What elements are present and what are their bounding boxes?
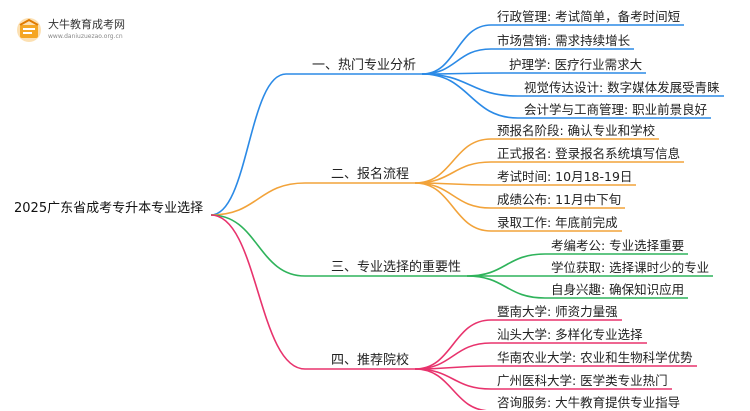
edge-leaf-gzmu [414,368,492,390]
edge-leaf-visual-design [421,73,519,97]
edge-leaf-consulting [414,368,490,410]
leaf-admission: 录取工作: 年底前完成 [497,215,618,230]
edge-leaf-civil-service [466,253,546,277]
edge-leaf-results [414,182,492,209]
site-logo[interactable]: 大牛教育成考网 www.daniuzuezao.org.cn [14,14,144,46]
edge-root-branch-importance [210,214,306,277]
edge-leaf-accounting [421,73,519,119]
edge-root-branch-registration [210,182,306,216]
leaf-interest: 自身兴趣: 确保知识应用 [551,282,685,297]
leaf-jinan: 暨南大学: 师资力量强 [497,304,618,319]
edge-leaf-admission [414,182,492,232]
leaf-gzmu: 广州医科大学: 医学类专业热门 [497,373,668,388]
edge-leaf-pre-registration [414,138,492,184]
branch-importance: 三、专业选择的重要性 [331,260,462,275]
leaf-shantou: 汕头大学: 多样化专业选择 [497,327,643,342]
edge-leaf-jinan [414,319,492,370]
branch-registration: 二、报名流程 [331,167,410,182]
leaf-degree: 学位获取: 选择课时少的专业 [551,260,710,275]
leaf-civil-service: 考编考公: 专业选择重要 [551,238,685,253]
edge-leaf-marketing [421,48,492,75]
edge-leaf-public-admin [421,24,492,75]
leaf-exam-date: 考试时间: 10月18-19日 [497,169,633,184]
leaf-pre-registration: 预报名阶段: 确认专业和学校 [497,123,656,138]
leaf-accounting: 会计学与工商管理: 职业前景良好 [524,102,708,117]
leaf-nursing: 护理学: 医疗行业需求大 [509,57,643,72]
leaf-consulting: 咨询服务: 大牛教育提供专业指导 [497,395,681,410]
edge-root-branch-hot-majors [210,73,287,216]
leaf-public-admin: 行政管理: 考试简单，备考时间短 [497,9,681,24]
branch-schools: 四、推荐院校 [331,353,410,368]
logo-title: 大牛教育成考网 [48,18,125,31]
root-node: 2025广东省成考专升本专业选择 [14,201,204,216]
edge-root-branch-schools [210,214,306,370]
leaf-marketing: 市场营销: 需求持续增长 [497,33,631,48]
edge-leaf-interest [466,275,546,299]
leaf-formal-registration: 正式报名: 登录报名系统填写信息 [497,146,681,161]
logo-url: www.daniuzuezao.org.cn [48,33,123,40]
leaf-scau: 华南农业大学: 农业和生物科学优势 [497,350,693,365]
leaf-visual-design: 视觉传达设计: 数字媒体发展受青睐 [524,80,720,95]
edge-leaf-shantou [414,342,492,370]
book-icon [17,18,41,42]
branch-hot-majors: 一、热门专业分析 [312,58,417,73]
edge-leaf-formal-registration [414,161,492,184]
leaf-results: 成绩公布: 11月中下旬 [497,192,622,207]
